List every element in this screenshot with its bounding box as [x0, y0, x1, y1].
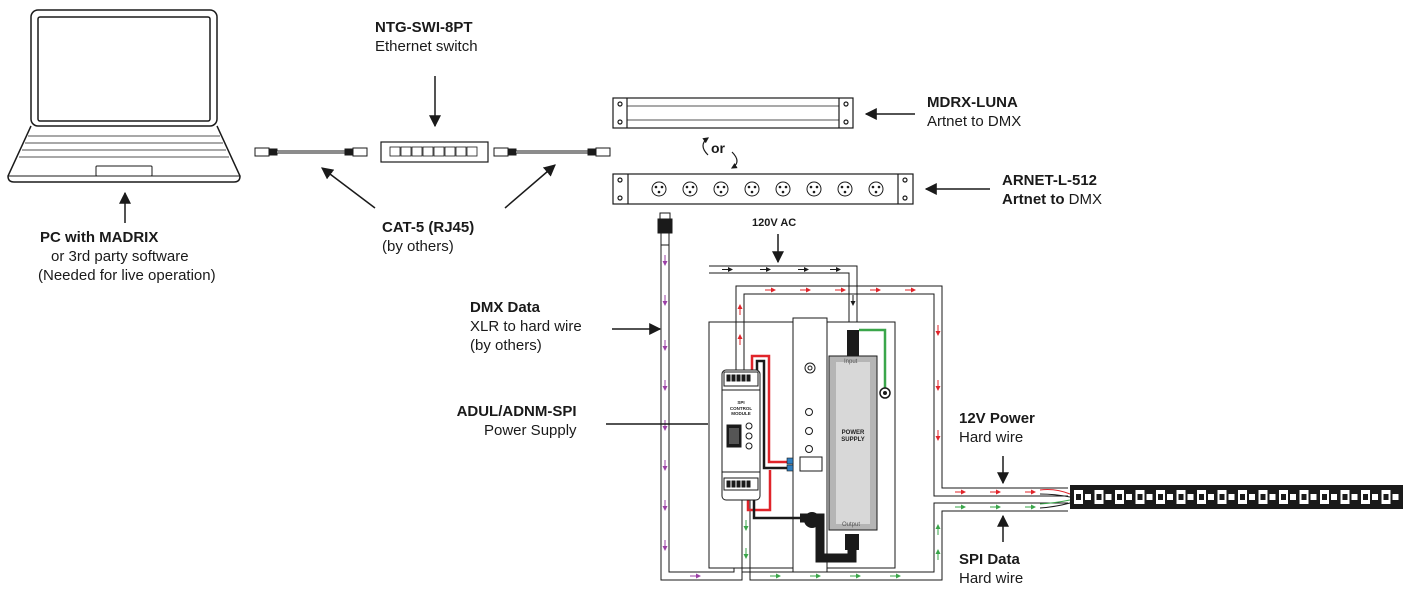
led-resistor [1351, 494, 1358, 500]
power-supply-icon [800, 328, 891, 563]
led-chip [1281, 494, 1286, 500]
led-chip [1383, 494, 1389, 500]
adul-sub: Power Supply [484, 422, 577, 439]
psu-input-label: Input [844, 359, 858, 365]
arnet-desc-rest: DMX [1064, 191, 1102, 208]
ac-arrows [722, 267, 856, 306]
led-resistor [1372, 494, 1378, 500]
psu-title-label: POWER SUPPLY [836, 430, 870, 444]
led-resistor [1290, 494, 1296, 500]
or-text: or [711, 140, 725, 156]
cat5-arrow-left [321, 167, 376, 209]
luna-label: MDRX-LUNA Artnet to DMX [927, 93, 1021, 131]
ethernet-cable-right [493, 147, 611, 157]
cat5-title: CAT-5 (RJ45) [382, 219, 475, 236]
switch-desc: Ethernet switch [375, 38, 478, 55]
switch-label: NTG-SWI-8PT Ethernet switch [375, 18, 478, 56]
psu-label-1: POWER [841, 430, 865, 436]
dmx-line3: (by others) [470, 337, 542, 354]
or-label: or [711, 139, 725, 158]
adul-label: ADUL/ADNM-SPI Power Supply [449, 402, 577, 440]
pc-title: PC with MADRIX [40, 229, 159, 246]
led-resistor [1310, 494, 1317, 500]
strip-wires [1039, 489, 1071, 509]
led-chip [1158, 494, 1163, 500]
power-label: 12V Power Hard wire [959, 409, 1035, 447]
ethernet-cable-left [254, 147, 368, 157]
dmx-label: DMX Data XLR to hard wire (by others) [470, 298, 582, 355]
led-chip [1137, 494, 1143, 500]
terminal-blocks [786, 457, 794, 472]
arnet-label: ARNET-L-512 Artnet to DMX [1002, 171, 1102, 209]
pc-line3: (Needed for live operation) [38, 267, 216, 284]
adul-title: ADUL/ADNM-SPI [456, 403, 577, 420]
led-chip [1322, 494, 1327, 500]
led-resistor [1187, 494, 1194, 500]
led-resistor [1269, 494, 1276, 500]
controller-label: SPI CONTROL MODULE [722, 400, 760, 417]
luna-desc: Artnet to DMX [927, 113, 1022, 130]
ctrl-line1: SPI [737, 400, 745, 405]
spi-arrows [743, 504, 1036, 579]
pc-line2: or 3rd party software [51, 248, 189, 265]
ac-text: 120V AC [752, 217, 797, 229]
led-chip [1178, 494, 1184, 500]
or-arrow-bottom [730, 151, 738, 169]
arnet-desc-bold: Artnet to [1002, 191, 1065, 208]
led-chip [1219, 494, 1225, 500]
led-chip [1363, 494, 1368, 500]
spi-cable [741, 486, 1068, 581]
rack-unit-icon [612, 97, 854, 129]
led-chip [1199, 494, 1204, 500]
led-resistor [1167, 494, 1173, 500]
led-resistor [1331, 494, 1337, 500]
cat5-sub: (by others) [382, 238, 454, 255]
led-resistor [1105, 494, 1112, 500]
ctrl-line3: MODULE [731, 411, 751, 416]
led-resistor [1085, 494, 1091, 500]
dmx-title: DMX Data [470, 299, 541, 316]
led-resistor [1208, 494, 1214, 500]
led-resistor [1228, 494, 1235, 500]
cat5-label: CAT-5 (RJ45) (by others) [382, 218, 474, 256]
led-chip [1117, 494, 1122, 500]
luna-model: MDRX-LUNA [927, 94, 1018, 111]
psu-label-2: SUPPLY [841, 437, 865, 443]
power-sub: Hard wire [959, 429, 1024, 446]
xlr-plug-icon [657, 212, 673, 246]
dmx-line2: XLR to hard wire [470, 318, 582, 335]
spi-controller-icon [721, 369, 761, 501]
led-chip [1240, 494, 1245, 500]
led-chip [1096, 494, 1102, 500]
led-resistor [1126, 494, 1132, 500]
ac-cable [709, 265, 858, 325]
or-arrow-top [702, 137, 709, 156]
led-resistor [1249, 494, 1255, 500]
ac-label: 120V AC [752, 214, 796, 233]
led-chip [1301, 494, 1307, 500]
led-chip [1342, 494, 1348, 500]
power-loop [735, 285, 1068, 497]
psu-output-label: Output [842, 522, 861, 528]
laptop-icon [7, 9, 241, 183]
led-resistor [1146, 494, 1153, 500]
arnet-model: ARNET-L-512 [1002, 172, 1098, 189]
spi-title: SPI Data [959, 551, 1020, 568]
power-title: 12V Power [959, 410, 1035, 427]
pc-label: PC with MADRIX or 3rd party software (Ne… [38, 228, 216, 285]
led-chip [1076, 494, 1081, 500]
led-resistor [1392, 494, 1399, 500]
spi-sub: Hard wire [959, 570, 1024, 587]
power-arrows [737, 287, 1036, 495]
ethernet-switch-icon [380, 141, 489, 163]
led-strip-icon [1070, 485, 1403, 509]
switch-model: NTG-SWI-8PT [375, 19, 473, 36]
ctrl-line2: CONTROL [729, 405, 753, 411]
led-chip [1260, 494, 1266, 500]
dc-wires [746, 354, 800, 520]
spi-label: SPI Data Hard wire [959, 550, 1023, 588]
rack-unit-xlr-icon [612, 173, 914, 205]
cat5-arrow-right [504, 164, 556, 209]
